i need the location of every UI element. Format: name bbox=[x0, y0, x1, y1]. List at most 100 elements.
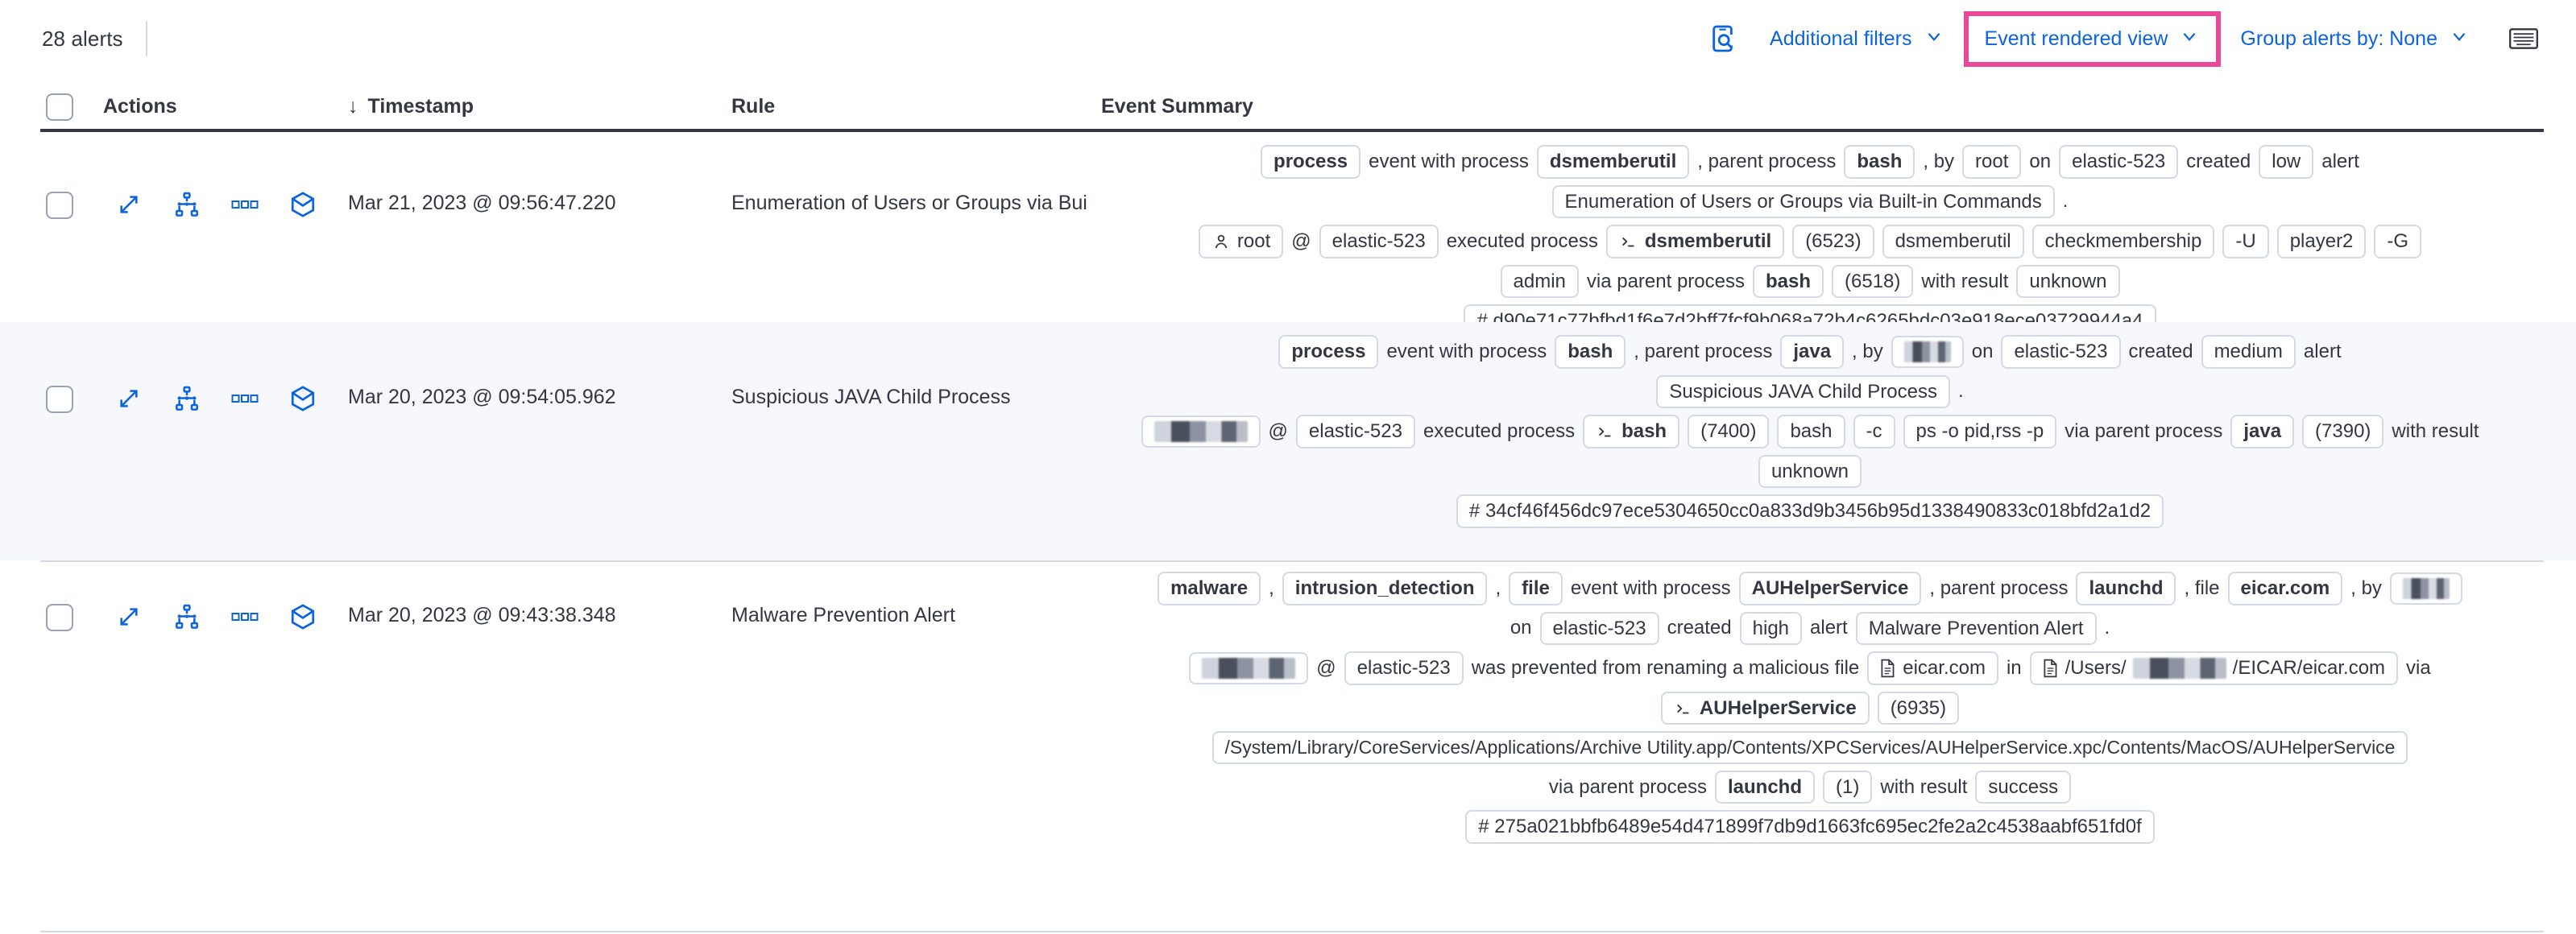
summary-chip[interactable]: elastic-523 bbox=[1295, 415, 1415, 448]
summary-chip[interactable]: /Users//EICAR/eicar.com bbox=[2029, 651, 2399, 685]
summary-chip[interactable]: AUHelperService bbox=[1660, 691, 1870, 725]
summary-chip[interactable]: malware bbox=[1158, 572, 1261, 605]
analyzer-icon[interactable] bbox=[171, 382, 203, 415]
summary-chip[interactable]: ps -o pid,rss -p bbox=[1903, 415, 2057, 448]
additional-filters-button[interactable]: Additional filters bbox=[1758, 18, 1955, 60]
summary-chip[interactable]: Malware Prevention Alert bbox=[1855, 611, 2097, 646]
summary-chip[interactable]: bash bbox=[1583, 415, 1680, 448]
summary-chip[interactable]: bash bbox=[1844, 145, 1915, 179]
summary-chip[interactable]: root bbox=[1198, 225, 1284, 258]
summary-chip[interactable]: bash bbox=[1555, 335, 1626, 369]
summary-chip[interactable]: file bbox=[1509, 572, 1563, 605]
summary-line: Enumeration of Users or Groups via Built… bbox=[1101, 182, 2519, 222]
summary-chip[interactable]: elastic-523 bbox=[2059, 145, 2179, 179]
column-header-timestamp[interactable]: ↓ Timestamp bbox=[348, 95, 474, 118]
summary-chip[interactable]: elastic-523 bbox=[1344, 651, 1464, 685]
row-select-checkbox[interactable] bbox=[46, 386, 73, 413]
summary-chip[interactable]: elastic-523 bbox=[1319, 225, 1439, 258]
session-view-icon[interactable] bbox=[287, 601, 319, 633]
row-select-checkbox[interactable] bbox=[46, 604, 73, 631]
summary-chip[interactable]: Enumeration of Users or Groups via Built… bbox=[1551, 184, 2055, 219]
summary-chip[interactable]: launchd bbox=[1715, 770, 1816, 804]
summary-chip[interactable]: elastic-523 bbox=[2001, 335, 2121, 369]
summary-chip[interactable]: Suspicious JAVA Child Process bbox=[1656, 374, 1950, 409]
chip-label: (6518) bbox=[1845, 270, 1901, 292]
more-actions-icon[interactable] bbox=[229, 188, 261, 221]
summary-chip[interactable]: -c bbox=[1853, 415, 1895, 448]
summary-text: @ bbox=[1268, 419, 1288, 442]
chip-label: root bbox=[1236, 230, 1271, 253]
summary-chip[interactable]: high bbox=[1739, 611, 1803, 646]
summary-chip[interactable]: (7390) bbox=[2302, 415, 2384, 448]
chip-label: eicar.com bbox=[2240, 577, 2330, 599]
inspect-search-icon[interactable] bbox=[1704, 18, 1746, 60]
summary-text: on bbox=[2029, 150, 2052, 172]
more-actions-icon[interactable] bbox=[229, 601, 261, 633]
summary-hash-chip[interactable]: # 34cf46f456dc97ece5304650cc0a833d9b3456… bbox=[1456, 494, 2164, 528]
summary-chip[interactable]: low bbox=[2259, 145, 2314, 179]
summary-chip[interactable]: success bbox=[1975, 770, 2072, 804]
summary-chip[interactable]: dsmemberutil bbox=[1536, 145, 1690, 179]
summary-chip[interactable] bbox=[1891, 335, 1964, 368]
summary-chip[interactable]: admin bbox=[1500, 264, 1579, 299]
summary-chip[interactable]: bash bbox=[1777, 415, 1845, 448]
summary-chip[interactable]: player2 bbox=[2276, 225, 2367, 258]
session-view-icon[interactable] bbox=[287, 188, 319, 221]
summary-chip[interactable]: (1) bbox=[1823, 770, 1873, 804]
summary-path-chip[interactable]: /System/Library/CoreServices/Application… bbox=[1211, 731, 2408, 764]
summary-hash-chip[interactable]: # 275a021bbfb6489e54d471899f7db9d1663fc6… bbox=[1465, 810, 2155, 844]
cell-rule-name: Suspicious JAVA Child Process bbox=[731, 386, 1011, 408]
summary-chip[interactable]: bash bbox=[1752, 264, 1824, 299]
summary-chip[interactable]: eicar.com bbox=[1867, 651, 1998, 685]
expand-icon[interactable] bbox=[113, 188, 145, 221]
cell-timestamp: Mar 21, 2023 @ 09:56:47.220 bbox=[348, 192, 616, 214]
summary-text: event with process bbox=[1386, 340, 1547, 362]
summary-chip[interactable]: (6518) bbox=[1832, 264, 1914, 299]
summary-chip[interactable]: process bbox=[1261, 145, 1361, 179]
summary-chip[interactable]: -U bbox=[2222, 225, 2269, 258]
summary-chip[interactable]: unknown bbox=[1758, 454, 1862, 489]
summary-chip[interactable]: launchd bbox=[2076, 572, 2176, 605]
expand-icon[interactable] bbox=[113, 601, 145, 633]
summary-line: unknown bbox=[1101, 452, 2519, 492]
analyzer-icon[interactable] bbox=[171, 601, 203, 633]
summary-chip[interactable]: AUHelperService bbox=[1738, 572, 1922, 605]
summary-chip[interactable]: intrusion_detection bbox=[1282, 572, 1488, 605]
row-select-checkbox[interactable] bbox=[46, 192, 73, 219]
cell-rule-name: Enumeration of Users or Groups via Bui bbox=[731, 192, 1087, 214]
summary-chip[interactable]: unknown bbox=[2016, 264, 2120, 299]
summary-chip[interactable]: (7400) bbox=[1688, 415, 1770, 448]
summary-chip[interactable]: checkmembership bbox=[2031, 225, 2215, 258]
event-rendered-view-button[interactable]: Event rendered view bbox=[1982, 24, 2204, 54]
summary-chip[interactable]: dsmemberutil bbox=[1882, 225, 2024, 258]
keyboard-icon[interactable] bbox=[2505, 20, 2542, 57]
summary-chip[interactable]: elastic-523 bbox=[1539, 611, 1659, 646]
more-actions-icon[interactable] bbox=[229, 382, 261, 415]
summary-chip[interactable]: root bbox=[1962, 145, 2022, 179]
analyzer-icon[interactable] bbox=[171, 188, 203, 221]
summary-chip[interactable]: process bbox=[1278, 335, 1379, 369]
summary-chip[interactable]: medium bbox=[2201, 335, 2296, 369]
table-row[interactable]: Mar 21, 2023 @ 09:56:47.220 Enumeration o… bbox=[0, 132, 2576, 338]
expand-icon[interactable] bbox=[113, 382, 145, 415]
summary-chip[interactable]: (6523) bbox=[1792, 225, 1874, 258]
summary-chip[interactable]: java bbox=[2230, 415, 2295, 448]
group-alerts-by-button[interactable]: Group alerts by: None bbox=[2229, 18, 2481, 60]
user-icon bbox=[1211, 232, 1231, 251]
summary-chip[interactable] bbox=[2389, 572, 2462, 605]
summary-chip[interactable]: -G bbox=[2374, 225, 2422, 258]
summary-text: executed process bbox=[1423, 419, 1576, 442]
summary-chip[interactable]: dsmemberutil bbox=[1605, 225, 1785, 258]
summary-chip[interactable]: (6935) bbox=[1877, 691, 1960, 725]
summary-chip[interactable] bbox=[1141, 415, 1261, 448]
summary-chip[interactable]: eicar.com bbox=[2227, 572, 2343, 605]
summary-chip[interactable]: java bbox=[1780, 335, 1845, 369]
select-all-checkbox[interactable] bbox=[46, 93, 73, 121]
chip-label: high bbox=[1752, 617, 1790, 639]
session-view-icon[interactable] bbox=[287, 382, 319, 415]
summary-chip[interactable] bbox=[1189, 651, 1309, 684]
